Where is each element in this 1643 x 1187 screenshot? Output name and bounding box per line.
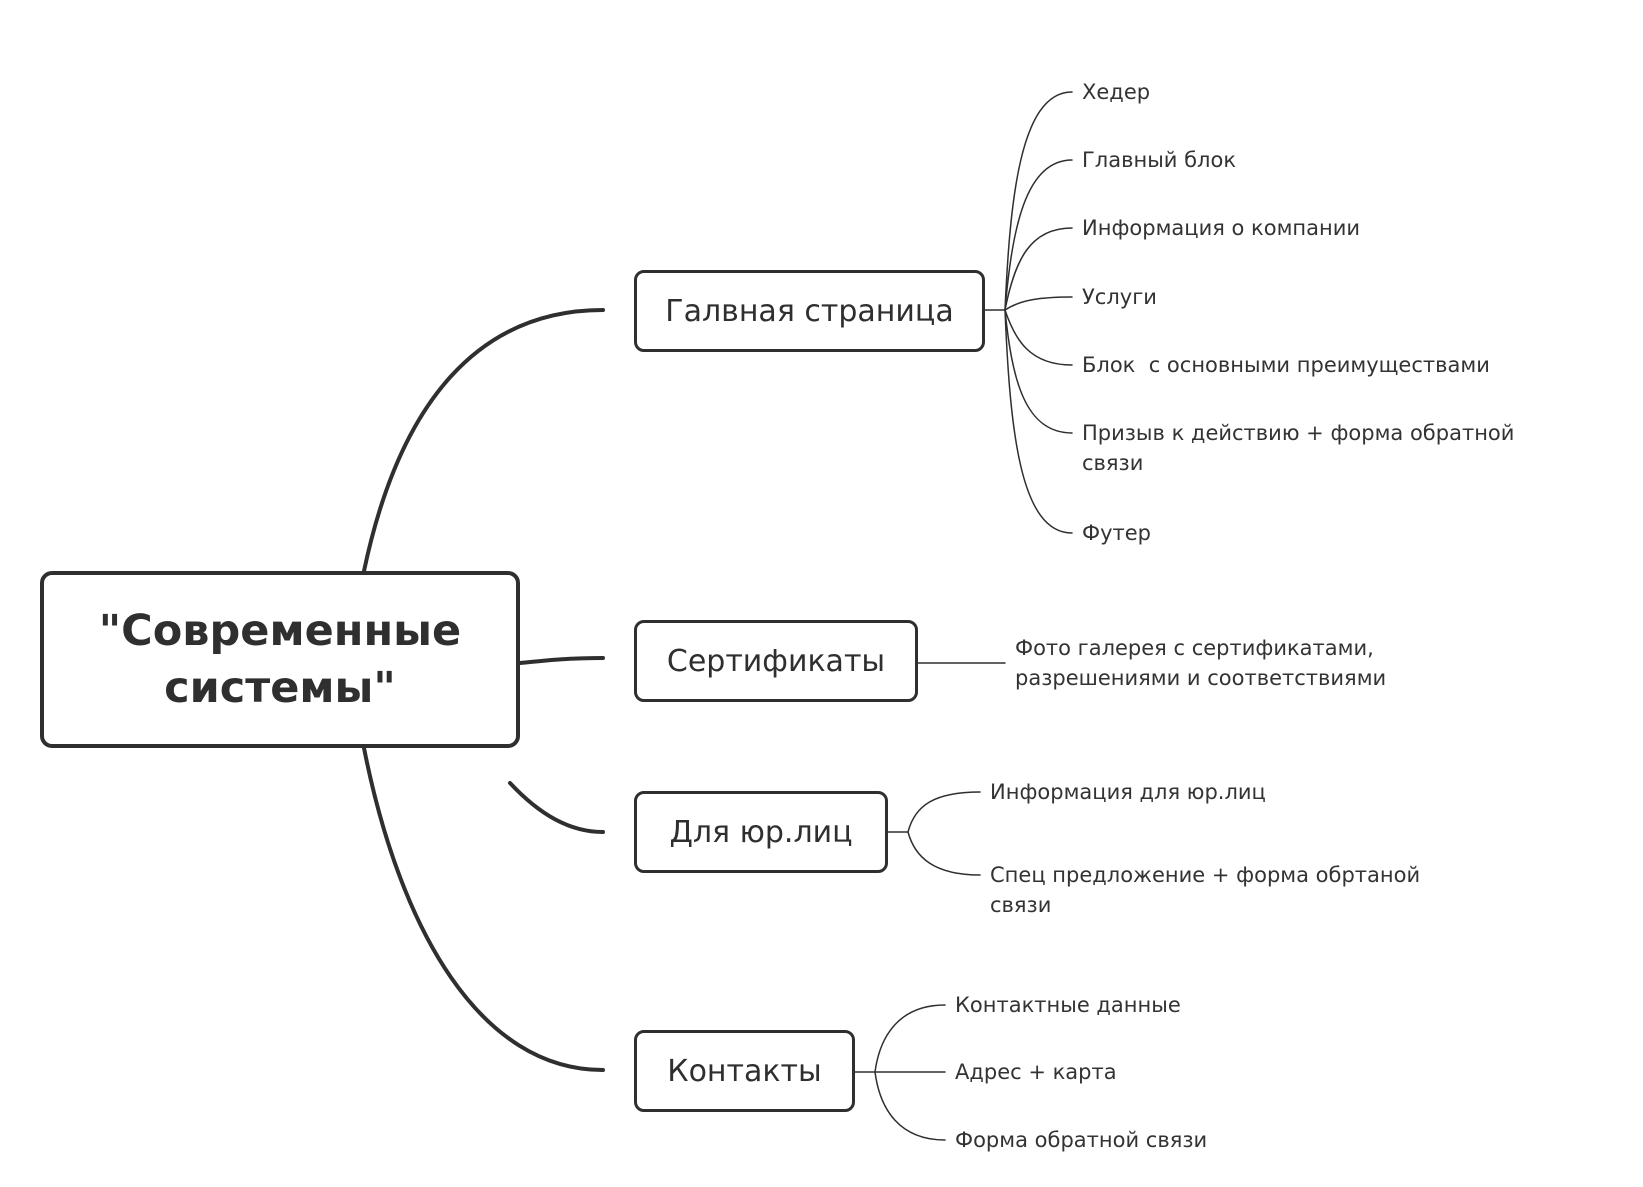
leaf-company-info[interactable]: Информация о компании [1082,216,1361,240]
branch-certificates-label: Сертификаты [666,643,886,679]
leaf-header[interactable]: Хедер [1082,80,1151,104]
branch-home-page-label: Галвная страница [665,293,954,329]
branch-contacts[interactable]: Контакты [634,1030,855,1112]
leaf-photo-gallery[interactable]: Фото галерея с сертификатами, разрешения… [1015,636,1387,690]
leaf-advantages[interactable]: Блок с основными преимуществами [1082,353,1490,377]
connector-root-contacts [362,746,605,1072]
connector-home-cta [1004,309,1073,434]
branch-contacts-label: Контакты [667,1053,822,1089]
leaf-footer[interactable]: Футер [1082,521,1151,545]
connector-home-footer [1004,309,1073,534]
branch-home-page[interactable]: Галвная страница [634,270,985,352]
branch-legal-entities[interactable]: Для юр.лиц [634,791,888,873]
connector-home-advantages [1004,309,1073,366]
connector-contacts-data [854,1004,946,1073]
leaf-address-map[interactable]: Адрес + карта [955,1060,1117,1084]
leaf-contact-details[interactable]: Контактные данные [955,993,1181,1017]
root-title: "Современные системы" [98,605,462,713]
connector-root-legal [508,781,605,834]
root-node[interactable]: "Современные системы" [40,571,520,748]
connector-root-home [362,308,605,573]
connector-home-mainblock [1004,159,1073,311]
connector-legal-offer [907,831,981,876]
branch-legal-entities-label: Для юр.лиц [669,814,853,850]
connector-home-services [1004,296,1073,311]
connector-home-about [1004,227,1073,311]
leaf-services[interactable]: Услуги [1082,285,1157,309]
leaf-main-block[interactable]: Главный блок [1082,148,1237,172]
branch-certificates[interactable]: Сертификаты [634,620,918,702]
leaf-special-offer[interactable]: Спец предложение + форма обртаной связи [990,863,1421,917]
connector-legal-info [887,791,981,833]
connector-root-certs [518,656,605,665]
leaf-legal-info[interactable]: Информация для юр.лиц [990,780,1266,804]
leaf-call-to-action[interactable]: Призыв к действию + форма обратной связи [1082,421,1515,475]
connector-home-header [984,91,1073,311]
connector-contacts-form [874,1071,946,1141]
leaf-feedback-form[interactable]: Форма обратной связи [955,1128,1208,1152]
